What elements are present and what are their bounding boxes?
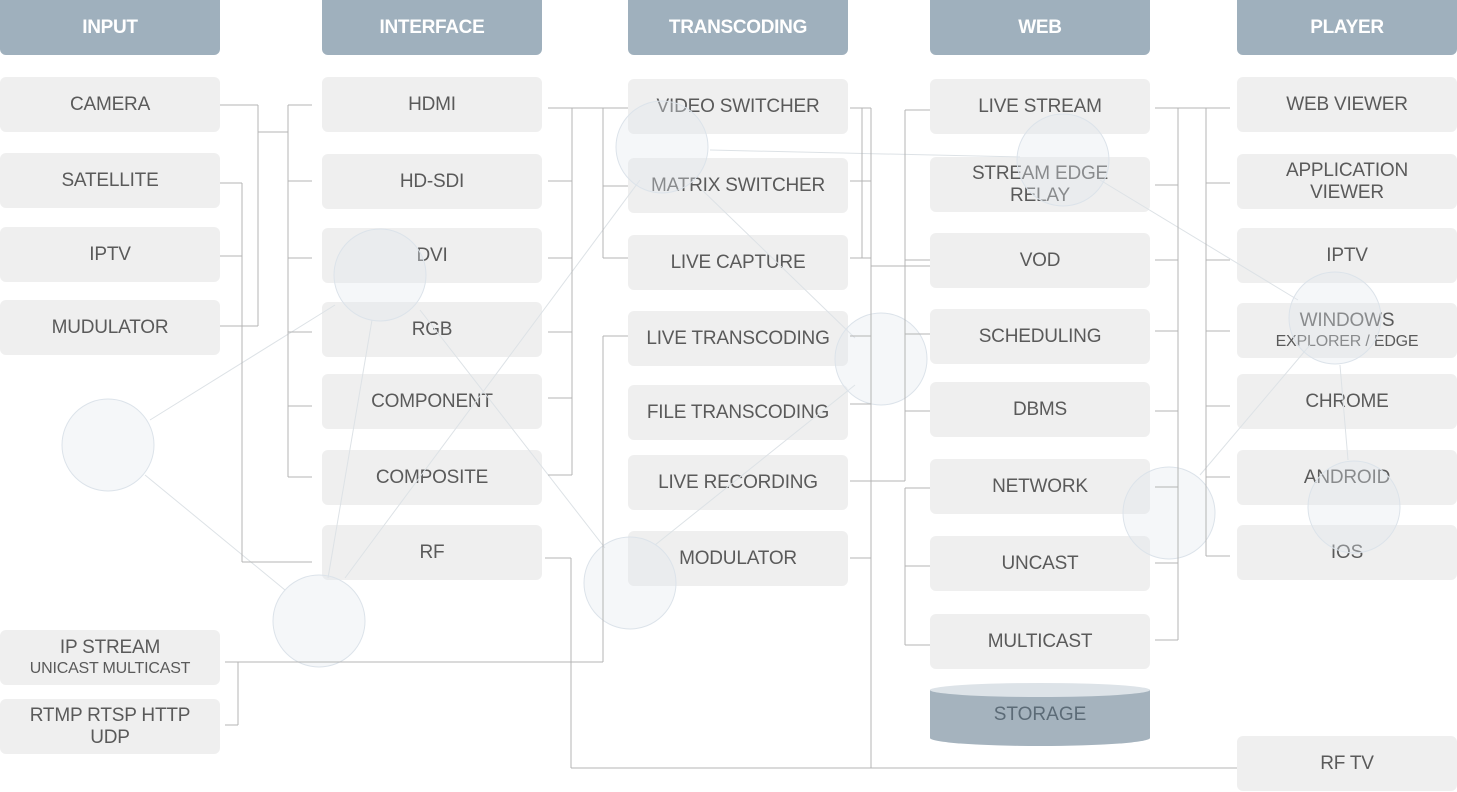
- web-network-label: NETWORK: [992, 475, 1088, 497]
- transcoding-file-transcoding-label: FILE TRANSCODING: [646, 401, 830, 423]
- interface-composite: COMPOSITE: [322, 450, 542, 505]
- interface-component: COMPONENT: [322, 374, 542, 429]
- web-dbms: DBMS: [930, 382, 1150, 437]
- interface-hd-sdi-label: HD-SDI: [399, 170, 465, 192]
- web-live-stream-label: LIVE STREAM: [978, 95, 1102, 117]
- web-to-player-connectors: [1155, 107, 1230, 641]
- storage-label: STORAGE: [993, 704, 1087, 725]
- web-live-stream: LIVE STREAM: [930, 79, 1150, 134]
- transcoding-to-web-connectors: [850, 107, 930, 768]
- web-scheduling-label: SCHEDULING: [978, 325, 1102, 347]
- web-stream-edge-line1: STREAM EDGE: [971, 162, 1109, 184]
- header-player: PLAYER: [1237, 0, 1457, 55]
- transcoding-live-transcoding: LIVE TRANSCODING: [628, 311, 848, 366]
- interface-component-label: COMPONENT: [371, 390, 493, 412]
- player-app-viewer-line1: APPLICATION: [1285, 159, 1409, 181]
- transcoding-matrix-switcher-label: MATRIX SWITCHER: [651, 174, 825, 196]
- player-chrome: CHROME: [1237, 374, 1457, 429]
- interface-hdmi: HDMI: [322, 77, 542, 132]
- input-iptv-label: IPTV: [89, 243, 131, 265]
- player-ios-label: IOS: [1330, 541, 1364, 563]
- interface-hd-sdi: HD-SDI: [322, 154, 542, 209]
- player-ios: IOS: [1237, 525, 1457, 580]
- interface-composite-label: COMPOSITE: [375, 466, 489, 488]
- transcoding-video-switcher-label: VIDEO SWITCHER: [656, 95, 820, 117]
- input-modulator: MUDULATOR: [0, 300, 220, 355]
- player-windows-label: WINDOWS: [1299, 309, 1395, 331]
- transcoding-matrix-switcher: MATRIX SWITCHER: [628, 158, 848, 213]
- storage-icon: [930, 683, 1150, 746]
- player-chrome-label: CHROME: [1305, 390, 1389, 412]
- player-rf-tv-label: RF TV: [1320, 752, 1374, 774]
- input-camera: CAMERA: [0, 77, 220, 132]
- web-scheduling: SCHEDULING: [930, 309, 1150, 364]
- web-stream-edge-line2: RELAY: [1010, 184, 1070, 206]
- player-android: ANDROID: [1237, 450, 1457, 505]
- player-web-viewer-label: WEB VIEWER: [1286, 93, 1408, 115]
- web-multicast: MULTICAST: [930, 614, 1150, 669]
- web-dbms-label: DBMS: [1012, 398, 1068, 420]
- web-uncast: UNCAST: [930, 536, 1150, 591]
- web-network: NETWORK: [930, 459, 1150, 514]
- web-stream-edge-relay: STREAM EDGE RELAY: [930, 157, 1150, 212]
- transcoding-live-capture-label: LIVE CAPTURE: [670, 251, 806, 273]
- interface-dvi-label: DVI: [416, 244, 448, 266]
- input-to-interface-connectors: [220, 104, 312, 563]
- input-iptv: IPTV: [0, 227, 220, 282]
- input-camera-label: CAMERA: [69, 93, 151, 115]
- input-ip-stream-label: IP STREAM: [59, 636, 161, 658]
- player-iptv: IPTV: [1237, 228, 1457, 283]
- web-vod-label: VOD: [1019, 249, 1061, 271]
- header-input: INPUT: [0, 0, 220, 55]
- web-vod: VOD: [930, 233, 1150, 288]
- interface-rgb: RGB: [322, 302, 542, 357]
- interface-to-transcoding-connectors: [548, 107, 628, 476]
- web-uncast-label: UNCAST: [1001, 552, 1079, 574]
- interface-hdmi-label: HDMI: [408, 93, 456, 115]
- interface-rf: RF: [322, 525, 542, 580]
- header-interface: INTERFACE: [322, 0, 542, 55]
- transcoding-modulator: MODULATOR: [628, 531, 848, 586]
- player-app-viewer-line2: VIEWER: [1310, 181, 1384, 203]
- decorative-network-lines: [144, 149, 1349, 591]
- storage-cylinder: STORAGE: [930, 682, 1150, 746]
- input-ip-stream-sub: UNICAST MULTICAST: [29, 659, 191, 677]
- player-web-viewer: WEB VIEWER: [1237, 77, 1457, 132]
- input-satellite: SATELLITE: [0, 153, 220, 208]
- transcoding-video-switcher: VIDEO SWITCHER: [628, 79, 848, 134]
- interface-rf-label: RF: [419, 541, 445, 563]
- transcoding-live-recording: LIVE RECORDING: [628, 455, 848, 510]
- player-windows-sub: EXPLORER / EDGE: [1275, 332, 1419, 350]
- player-windows: WINDOWS EXPLORER / EDGE: [1237, 303, 1457, 358]
- transcoding-file-transcoding: FILE TRANSCODING: [628, 385, 848, 440]
- input-rtmp-line1: RTMP RTSP HTTP: [29, 704, 191, 726]
- player-rf-tv: RF TV: [1237, 736, 1457, 791]
- input-ip-stream: IP STREAM UNICAST MULTICAST: [0, 630, 220, 685]
- input-modulator-label: MUDULATOR: [51, 316, 169, 338]
- input-rtmp: RTMP RTSP HTTP UDP: [0, 699, 220, 754]
- interface-rgb-label: RGB: [411, 318, 453, 340]
- input-rtmp-line2: UDP: [90, 726, 130, 748]
- header-transcoding: TRANSCODING: [628, 0, 848, 55]
- player-android-label: ANDROID: [1303, 466, 1391, 488]
- transcoding-live-transcoding-label: LIVE TRANSCODING: [646, 327, 830, 349]
- player-application-viewer: APPLICATION VIEWER: [1237, 154, 1457, 209]
- header-web: WEB: [930, 0, 1150, 55]
- transcoding-live-capture: LIVE CAPTURE: [628, 235, 848, 290]
- player-iptv-label: IPTV: [1326, 244, 1368, 266]
- transcoding-live-recording-label: LIVE RECORDING: [658, 471, 818, 493]
- web-multicast-label: MULTICAST: [987, 630, 1093, 652]
- transcoding-modulator-label: MODULATOR: [679, 547, 797, 569]
- input-satellite-label: SATELLITE: [61, 169, 159, 191]
- interface-dvi: DVI: [322, 228, 542, 283]
